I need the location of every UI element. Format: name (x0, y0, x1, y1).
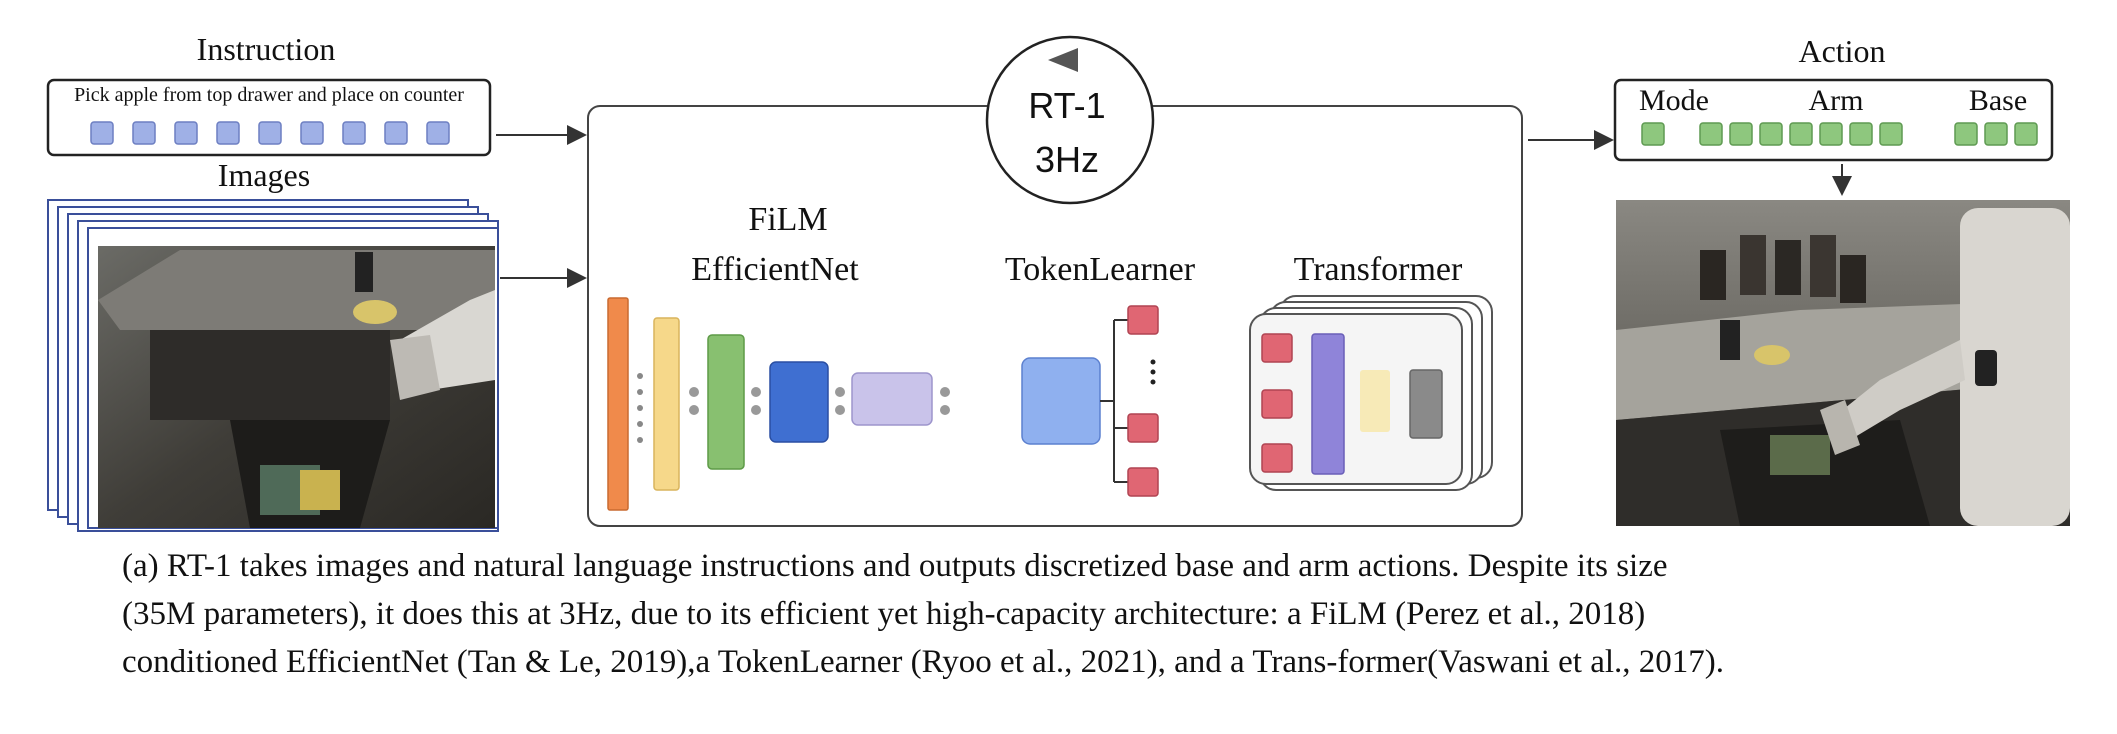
instruction-token (174, 121, 198, 145)
base-token (1954, 122, 1978, 146)
robot-image (1616, 200, 2070, 526)
instruction-text: Pick apple from top drawer and place on … (74, 84, 464, 106)
instruction-tokens (90, 121, 450, 145)
action-arm-label: Arm (1809, 84, 1864, 117)
transformer-input-token (1261, 389, 1293, 419)
arm-token (1849, 122, 1873, 146)
instruction-box (46, 78, 492, 157)
base-token (2014, 122, 2038, 146)
instruction-token (300, 121, 324, 145)
tokenlearner-label: TokenLearner (1005, 251, 1196, 288)
tokenlearner-block (1021, 305, 1159, 497)
instruction-token (384, 121, 408, 145)
stage-orange (607, 297, 629, 511)
rt1-cycle (985, 35, 1155, 205)
instruction-token (132, 121, 156, 145)
tokenlearner-module (1021, 357, 1101, 445)
attention-layer (1311, 333, 1345, 475)
arm-token (1879, 122, 1903, 146)
caption-line-1: (a) RT-1 takes images and natural langua… (122, 548, 1668, 584)
arm-token (1729, 122, 1753, 146)
transformer-label: Transformer (1294, 251, 1463, 288)
cycle-arrow-icon (1048, 48, 1078, 72)
learned-token (1127, 413, 1159, 443)
arm-token (1699, 122, 1723, 146)
film-label-line2: EfficientNet (691, 251, 859, 288)
transformer-input-token (1261, 333, 1293, 363)
stage-green (707, 334, 745, 470)
arm-token (1819, 122, 1843, 146)
action-tokens (1641, 122, 2038, 146)
instruction-token (90, 121, 114, 145)
action-box (1613, 78, 2054, 162)
caption-line-2: (35M parameters), it does this at 3Hz, d… (122, 596, 1646, 632)
instruction-title: Instruction (197, 31, 336, 67)
action-title: Action (1798, 33, 1885, 69)
action-base-label: Base (1969, 84, 2027, 117)
arm-token (1789, 122, 1813, 146)
camera-image (98, 246, 495, 528)
efficientnet-stages (607, 297, 950, 511)
learned-token (1127, 467, 1159, 497)
caption-line-3: conditioned EfficientNet (Tan & Le, 2019… (122, 644, 1725, 680)
instruction-token (258, 121, 282, 145)
instruction-token (426, 121, 450, 145)
mode-token (1641, 122, 1665, 146)
figure-caption: (a) RT-1 takes images and natural langua… (122, 542, 2022, 686)
instruction-token (216, 121, 240, 145)
arm-token (1759, 122, 1783, 146)
images-title: Images (218, 157, 310, 193)
stage-yellow (653, 317, 680, 491)
model-name: RT-1 (1028, 85, 1105, 126)
instruction-token (342, 121, 366, 145)
learned-token (1127, 305, 1159, 335)
transformer-input-token (1261, 443, 1293, 473)
transformer-block (1249, 295, 1493, 491)
output-layer (1409, 369, 1443, 439)
stage-lavender (851, 372, 933, 426)
action-mode-label: Mode (1639, 84, 1709, 117)
stage-blue (769, 361, 829, 443)
model-rate: 3Hz (1035, 139, 1099, 180)
film-label-line1: FiLM (748, 201, 827, 238)
base-token (1984, 122, 2008, 146)
feed-forward-layer (1360, 370, 1390, 432)
